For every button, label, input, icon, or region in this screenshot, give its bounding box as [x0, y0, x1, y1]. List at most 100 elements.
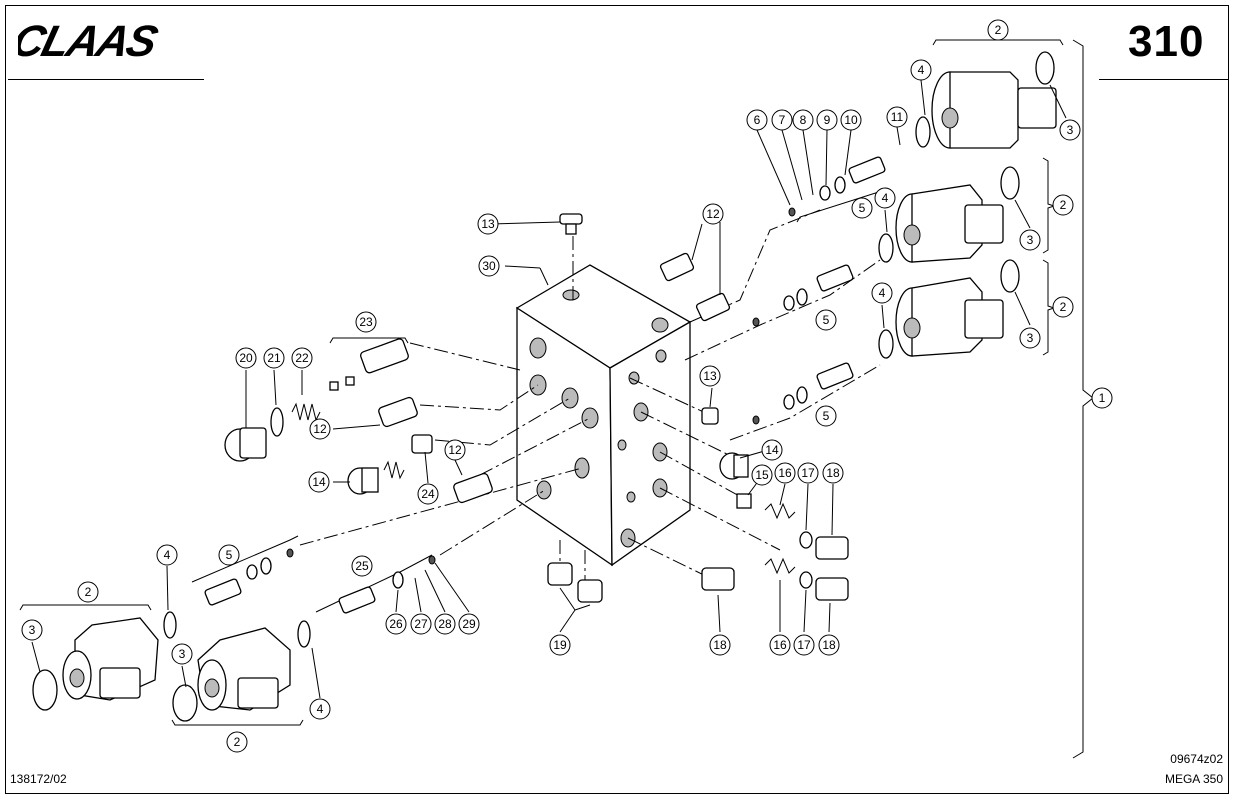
- svg-text:12: 12: [706, 207, 720, 221]
- callout-5: 5: [815, 405, 837, 427]
- callout-3: 3: [21, 619, 43, 641]
- plug-20: [224, 407, 284, 462]
- svg-text:29: 29: [462, 617, 476, 631]
- bracket-5-b: [191, 535, 299, 583]
- callout-1: 1: [1091, 387, 1113, 409]
- callout-16: 16: [774, 462, 796, 484]
- callout-16: 16: [769, 634, 791, 656]
- svg-text:8: 8: [800, 113, 807, 127]
- plug-13: [559, 213, 719, 425]
- callout-23: 23: [355, 311, 377, 333]
- svg-text:18: 18: [822, 638, 836, 652]
- callout-5: 5: [218, 544, 240, 566]
- callout-3: 3: [171, 643, 193, 665]
- drawing-code: 09674z02: [1170, 752, 1223, 766]
- spring-22: [291, 376, 355, 422]
- solenoid-bottom-left-2: [172, 620, 311, 722]
- svg-text:17: 17: [797, 638, 811, 652]
- callout-11: 11: [886, 106, 908, 128]
- logo-rule: [8, 79, 204, 80]
- callout-30: 30: [478, 255, 500, 277]
- svg-text:16: 16: [778, 466, 792, 480]
- svg-text:5: 5: [226, 548, 233, 562]
- fitting-12-top: [659, 252, 731, 322]
- callout-26: 26: [385, 613, 407, 635]
- callout-6: 6: [746, 109, 768, 131]
- svg-text:7: 7: [779, 113, 786, 127]
- callout-10: 10: [840, 109, 862, 131]
- callout-24: 24: [417, 483, 439, 505]
- callout-4: 4: [910, 59, 932, 81]
- callout-17: 17: [793, 634, 815, 656]
- callout-18: 18: [822, 462, 844, 484]
- svg-text:25: 25: [355, 559, 369, 573]
- fitting-23: [360, 338, 409, 374]
- svg-text:24: 24: [421, 487, 435, 501]
- svg-text:3: 3: [1027, 233, 1034, 247]
- svg-text:3: 3: [1027, 331, 1034, 345]
- svg-text:2: 2: [1060, 300, 1067, 314]
- callout-29: 29: [458, 613, 480, 635]
- callout-2: 2: [226, 731, 248, 753]
- callout-2: 2: [1052, 296, 1074, 318]
- callout-3: 3: [1019, 327, 1041, 349]
- svg-text:30: 30: [482, 259, 496, 273]
- callout-2: 2: [1052, 194, 1074, 216]
- svg-text:2: 2: [995, 23, 1002, 37]
- svg-text:13: 13: [481, 217, 495, 231]
- svg-text:28: 28: [438, 617, 452, 631]
- svg-text:19: 19: [553, 638, 567, 652]
- callout-3: 3: [1019, 229, 1041, 251]
- svg-text:5: 5: [859, 201, 866, 215]
- parts-14-18-right: [701, 452, 849, 601]
- fitting-12-left: [378, 396, 493, 504]
- svg-text:17: 17: [801, 466, 815, 480]
- svg-text:5: 5: [823, 409, 830, 423]
- svg-text:14: 14: [765, 443, 779, 457]
- plugs-19: [547, 562, 603, 603]
- svg-text:3: 3: [1067, 123, 1074, 137]
- callout-3: 3: [1059, 119, 1081, 141]
- callout-8: 8: [792, 109, 814, 131]
- page-number: 310: [1128, 17, 1205, 66]
- svg-text:4: 4: [882, 191, 889, 205]
- callout-21: 21: [263, 347, 285, 369]
- svg-text:2: 2: [85, 585, 92, 599]
- claas-logo: CLAAS: [18, 22, 163, 62]
- svg-text:16: 16: [773, 638, 787, 652]
- callout-17: 17: [797, 462, 819, 484]
- callout-2: 2: [987, 19, 1009, 41]
- solenoid-bottom-left-1: [32, 611, 177, 711]
- svg-text:4: 4: [918, 63, 925, 77]
- svg-text:15: 15: [755, 468, 769, 482]
- callout-12: 12: [702, 203, 724, 225]
- svg-text:12: 12: [313, 422, 327, 436]
- callout-13: 13: [699, 365, 721, 387]
- callout-12: 12: [309, 418, 331, 440]
- valve-block: [515, 264, 692, 567]
- callout-18: 18: [709, 634, 731, 656]
- svg-text:21: 21: [267, 351, 281, 365]
- leader-lines: [31, 79, 1067, 699]
- callout-4: 4: [871, 282, 893, 304]
- callout-27: 27: [410, 613, 432, 635]
- page-frame: [5, 5, 1229, 794]
- bracket-23: [329, 337, 409, 344]
- svg-text:27: 27: [414, 617, 428, 631]
- bracket-2-bottom: [171, 719, 304, 726]
- callout-25: 25: [351, 555, 373, 577]
- callout-13: 13: [477, 213, 499, 235]
- callout-15: 15: [751, 464, 773, 486]
- callout-7: 7: [771, 109, 793, 131]
- svg-text:12: 12: [448, 443, 462, 457]
- svg-text:4: 4: [879, 286, 886, 300]
- svg-text:6: 6: [754, 113, 761, 127]
- callout-12: 12: [444, 439, 466, 461]
- brand-text: CLAAS: [18, 22, 163, 62]
- svg-text:22: 22: [295, 351, 309, 365]
- svg-text:20: 20: [239, 351, 253, 365]
- callout-2: 2: [77, 581, 99, 603]
- svg-text:3: 3: [179, 647, 186, 661]
- svg-text:3: 3: [29, 623, 36, 637]
